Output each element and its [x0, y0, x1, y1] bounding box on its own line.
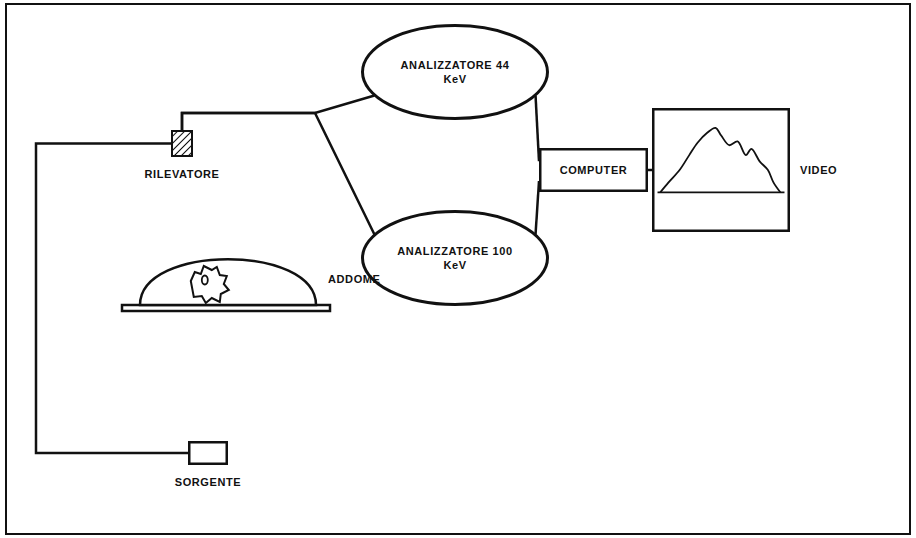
analyzer-ellipse: ANALIZZATORE 100 KeV [361, 210, 549, 306]
detector-box: RILEVATORE [171, 130, 193, 157]
organ-outline [191, 266, 229, 303]
node-label: ADDOME [328, 272, 381, 286]
analyzer-ellipse [363, 26, 548, 119]
abdomen-outline: ADDOME [138, 252, 318, 306]
baseline [658, 191, 785, 193]
analyzer-ellipse [363, 212, 548, 305]
computer-box: COMPUTER [539, 148, 648, 192]
detector-hatching [172, 131, 192, 156]
node-label: SORGENTE [175, 475, 242, 489]
connector-line [648, 169, 652, 172]
node-label: ANALIZZATORE 44 KeV [396, 58, 514, 87]
node-label: VIDEO [800, 163, 837, 177]
detector-box-outline [171, 130, 193, 157]
analyzer-ellipse: ANALIZZATORE 44 KeV [361, 24, 549, 120]
source-box-outline [188, 441, 228, 465]
video-screen: VIDEO [652, 108, 790, 232]
video-screen-outline [652, 108, 790, 232]
analyzer-ellipse-outline [361, 210, 549, 306]
connector-line [536, 96, 539, 162]
source-box: SORGENTE [188, 441, 228, 465]
lesion-mark [202, 276, 208, 285]
connector-line [536, 181, 539, 235]
abdomen-outline-outline [138, 252, 318, 306]
box-outline [189, 442, 227, 464]
node-label: ANALIZZATORE 100 KeV [396, 244, 514, 273]
node-label: COMPUTER [539, 163, 648, 177]
node-label: RILEVATORE [144, 167, 219, 181]
analyzer-ellipse-outline [361, 24, 549, 120]
outer-frame [6, 4, 910, 534]
abdomen-outline [140, 259, 316, 305]
screen-outline [653, 109, 789, 231]
signal-curve [660, 128, 780, 193]
